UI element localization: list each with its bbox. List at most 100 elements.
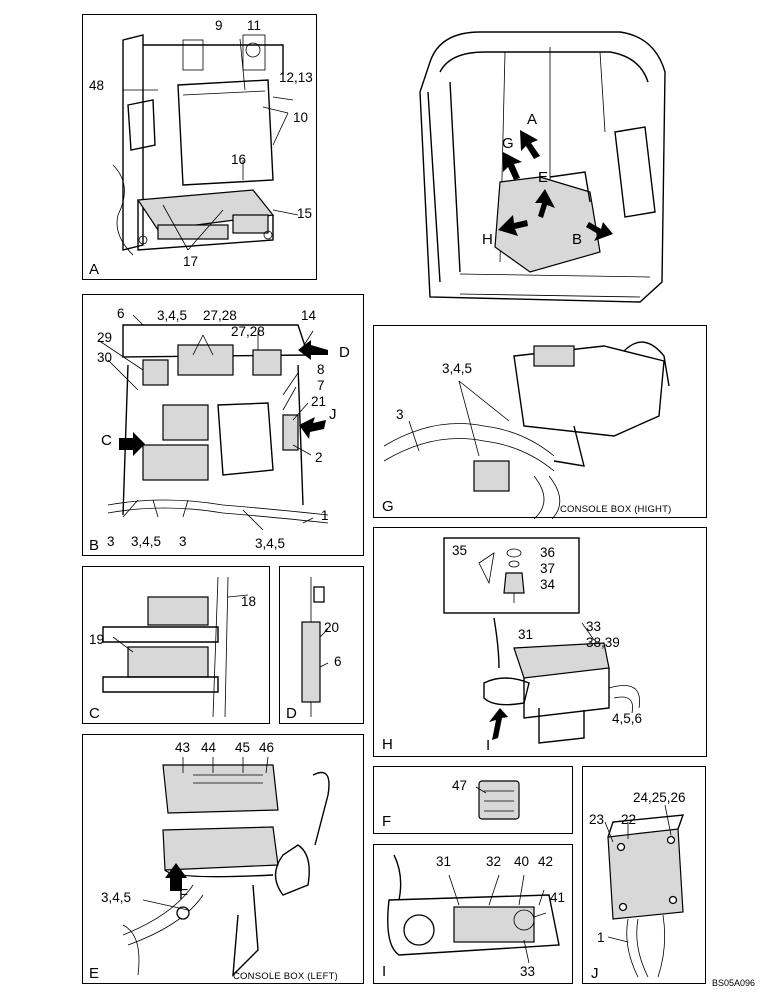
callout-d-6: 6: [334, 654, 342, 669]
panel-e: E CONSOLE BOX (LEFT) 43 44 45 46 3,4,5 F: [82, 734, 364, 984]
callout-i-41: 41: [550, 890, 566, 905]
callout-b-3-left: 3: [107, 534, 115, 549]
overview-arrow-e: E: [538, 169, 549, 186]
arrow-a-shape: [520, 130, 540, 159]
overview-arrow-g: G: [502, 135, 514, 152]
callout-b-7: 7: [317, 378, 325, 393]
figure-code: BS05A096: [712, 978, 756, 988]
overview-arrow-b: B: [572, 231, 583, 248]
arrow-label-d: D: [339, 344, 350, 361]
callout-b-3-4-5-right: 3,4,5: [255, 536, 286, 551]
callout-e-45: 45: [235, 740, 251, 755]
callout-48: 48: [89, 78, 105, 93]
panel-e-letter: E: [89, 965, 100, 982]
panel-j-drawing: [604, 804, 685, 978]
arrow-label-i: I: [486, 737, 491, 754]
callout-j-23: 23: [589, 812, 605, 827]
arrow-label-f: F: [179, 886, 189, 903]
panel-f: F 47: [373, 766, 573, 834]
panel-a-drawing: [112, 34, 299, 256]
callout-b-21: 21: [311, 394, 327, 409]
callout-b-1: 1: [321, 508, 329, 523]
panel-i: I 31 32 40 42 41 33: [373, 844, 573, 984]
panel-g-caption: CONSOLE BOX (HIGHT): [560, 504, 672, 515]
panel-h: H 35 36 37 34 33 38,39 31 4,5,6 I: [373, 527, 707, 757]
callout-j-1: 1: [597, 930, 605, 945]
callout-b-8: 8: [317, 362, 325, 377]
callout-b-30: 30: [97, 350, 113, 365]
panel-f-letter: F: [382, 813, 392, 830]
panel-j: J 24,25,26 23 22 1: [582, 766, 706, 984]
panel-i-drawing: [387, 854, 560, 964]
callout-h-36: 36: [540, 545, 556, 560]
callout-15: 15: [297, 206, 313, 221]
callout-16: 16: [231, 152, 247, 167]
callout-h-38-39: 38,39: [586, 635, 620, 650]
panel-b-letter: B: [89, 537, 100, 554]
arrow-h-shape: [498, 215, 528, 236]
callout-j-22: 22: [621, 812, 637, 827]
callout-11: 11: [247, 18, 262, 33]
callout-h-35: 35: [452, 543, 468, 558]
callout-b-27-28-b: 27,28: [231, 324, 265, 339]
cab-drawing: [419, 31, 666, 303]
callout-h-31: 31: [518, 627, 534, 642]
callout-h-34: 34: [540, 577, 556, 592]
panel-c-letter: C: [89, 705, 100, 722]
arrow-e-shape: [535, 189, 555, 218]
panel-h-drawing: [443, 537, 641, 744]
callout-i-40: 40: [514, 854, 530, 869]
panel-g-letter: G: [382, 498, 394, 515]
arrow-f-shape: [165, 863, 187, 891]
panel-d-drawing: [301, 577, 329, 717]
callout-b-6: 6: [117, 306, 125, 321]
callout-b-3-4-5-bottom: 3,4,5: [131, 534, 162, 549]
callout-b-2: 2: [315, 450, 323, 465]
callout-10: 10: [293, 110, 309, 125]
panel-f-drawing: [475, 780, 520, 820]
panel-e-caption: CONSOLE BOX (LEFT): [233, 971, 338, 982]
callout-17: 17: [183, 254, 199, 269]
callout-e-43: 43: [175, 740, 191, 755]
arrow-label-c: C: [101, 432, 112, 449]
panel-j-letter: J: [591, 965, 599, 982]
callout-b-14: 14: [301, 308, 317, 323]
overview-arrow-a: A: [527, 111, 538, 128]
arrow-b-shape: [586, 222, 613, 241]
callout-b-27-28-a: 27,28: [203, 308, 237, 323]
panel-h-letter: H: [382, 736, 393, 753]
panel-i-letter: I: [382, 963, 387, 980]
callout-i-31: 31: [436, 854, 452, 869]
callout-c-18: 18: [241, 594, 257, 609]
panel-g-drawing: [383, 341, 670, 519]
callout-i-42: 42: [538, 854, 554, 869]
overview-arrow-h: H: [482, 231, 493, 248]
callout-9: 9: [215, 18, 223, 33]
panel-a-letter: A: [89, 261, 100, 278]
arrow-i-shape: [489, 708, 508, 740]
panel-e-drawing: [122, 756, 330, 977]
arrow-g-shape: [503, 152, 522, 180]
callout-e-46: 46: [259, 740, 275, 755]
callout-h-33: 33: [586, 619, 602, 634]
callout-d-20: 20: [324, 620, 340, 635]
callout-b-3-4-5-top: 3,4,5: [157, 308, 188, 323]
callout-c-19: 19: [89, 632, 105, 647]
overview-cab: A G E H B: [400, 12, 685, 312]
callout-12-13: 12,13: [279, 70, 313, 85]
callout-h-37: 37: [540, 561, 556, 576]
callout-b-3-mid: 3: [179, 534, 187, 549]
callout-b-29: 29: [97, 330, 113, 345]
panel-c: C 18 19: [82, 566, 270, 724]
panel-c-drawing: [102, 576, 249, 718]
callout-g-3: 3: [396, 407, 404, 422]
callout-e-44: 44: [201, 740, 217, 755]
panel-b: B 6 3,4,5 27,28 27,28 14 29 30 8 7 21 2 …: [82, 294, 364, 556]
arrow-d-shape: [298, 340, 328, 360]
panel-d: D 20 6: [279, 566, 364, 724]
arrow-label-j: J: [329, 406, 337, 423]
callout-e-3-4-5: 3,4,5: [101, 890, 132, 905]
panel-b-drawing: [97, 314, 329, 531]
callout-h-4-5-6: 4,5,6: [612, 711, 643, 726]
callout-i-33: 33: [520, 964, 536, 979]
